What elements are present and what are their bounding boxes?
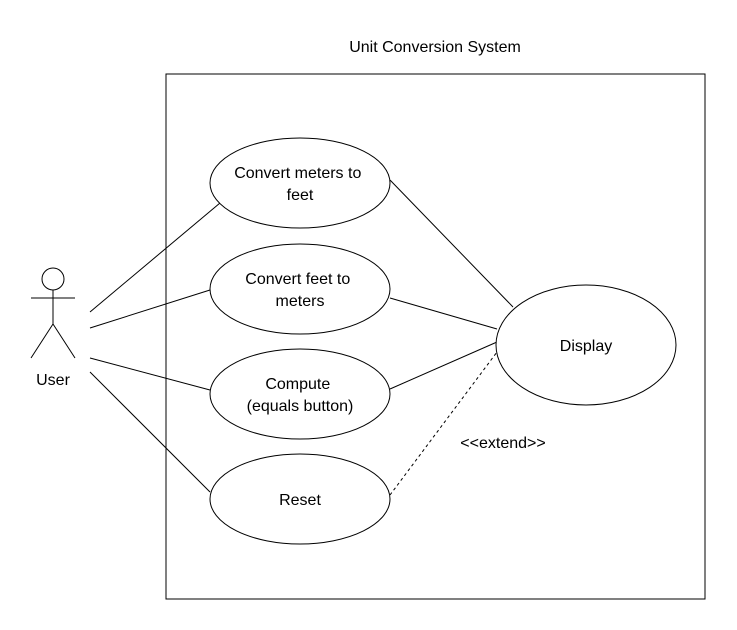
actor-right-leg [52, 323, 76, 359]
use-case-meters-to-feet-line-2: feet [287, 187, 314, 204]
use-case-feet-to-meters-line-1: Convert feet to [245, 271, 350, 288]
use-case-compute-line-2: (equals button) [247, 398, 354, 415]
actor-left-leg [30, 323, 54, 359]
system-title: Unit Conversion System [349, 39, 521, 56]
assoc-user-meters-to-feet [89, 202, 221, 313]
use-case-meters-to-feet-label: Convert meters to feet [234, 165, 366, 204]
assoc-compute-display [389, 341, 498, 390]
actor-head [41, 267, 65, 291]
display-associations [389, 179, 514, 390]
use-case-meters-to-feet [209, 137, 391, 229]
assoc-feet-to-meters-display [389, 297, 498, 330]
use-case-reset [209, 453, 391, 545]
use-case-feet-to-meters [209, 243, 391, 335]
use-case-display-label: Display [560, 338, 612, 355]
use-case-compute [209, 348, 391, 440]
assoc-user-reset [89, 371, 211, 493]
assoc-meters-to-feet-display [389, 179, 514, 308]
use-case-feet-to-meters-label: Convert feet to meters [245, 271, 354, 310]
use-case-compute-line-1: Compute [265, 376, 330, 393]
use-case-compute-label: Compute (equals button) [247, 376, 354, 415]
actor-associations [89, 202, 221, 493]
assoc-user-feet-to-meters [89, 289, 211, 329]
assoc-user-compute [89, 357, 211, 391]
use-case-meters-to-feet-line-1: Convert meters to [234, 165, 361, 182]
actor-label: User [36, 372, 70, 389]
use-case-display [495, 284, 677, 406]
user-actor [30, 267, 76, 359]
use-case-feet-to-meters-line-2: meters [276, 293, 325, 310]
extend-label: <<extend>> [460, 435, 545, 452]
use-case-reset-label: Reset [279, 492, 321, 509]
extend-relation-line [389, 351, 498, 496]
system-boundary [165, 73, 706, 600]
